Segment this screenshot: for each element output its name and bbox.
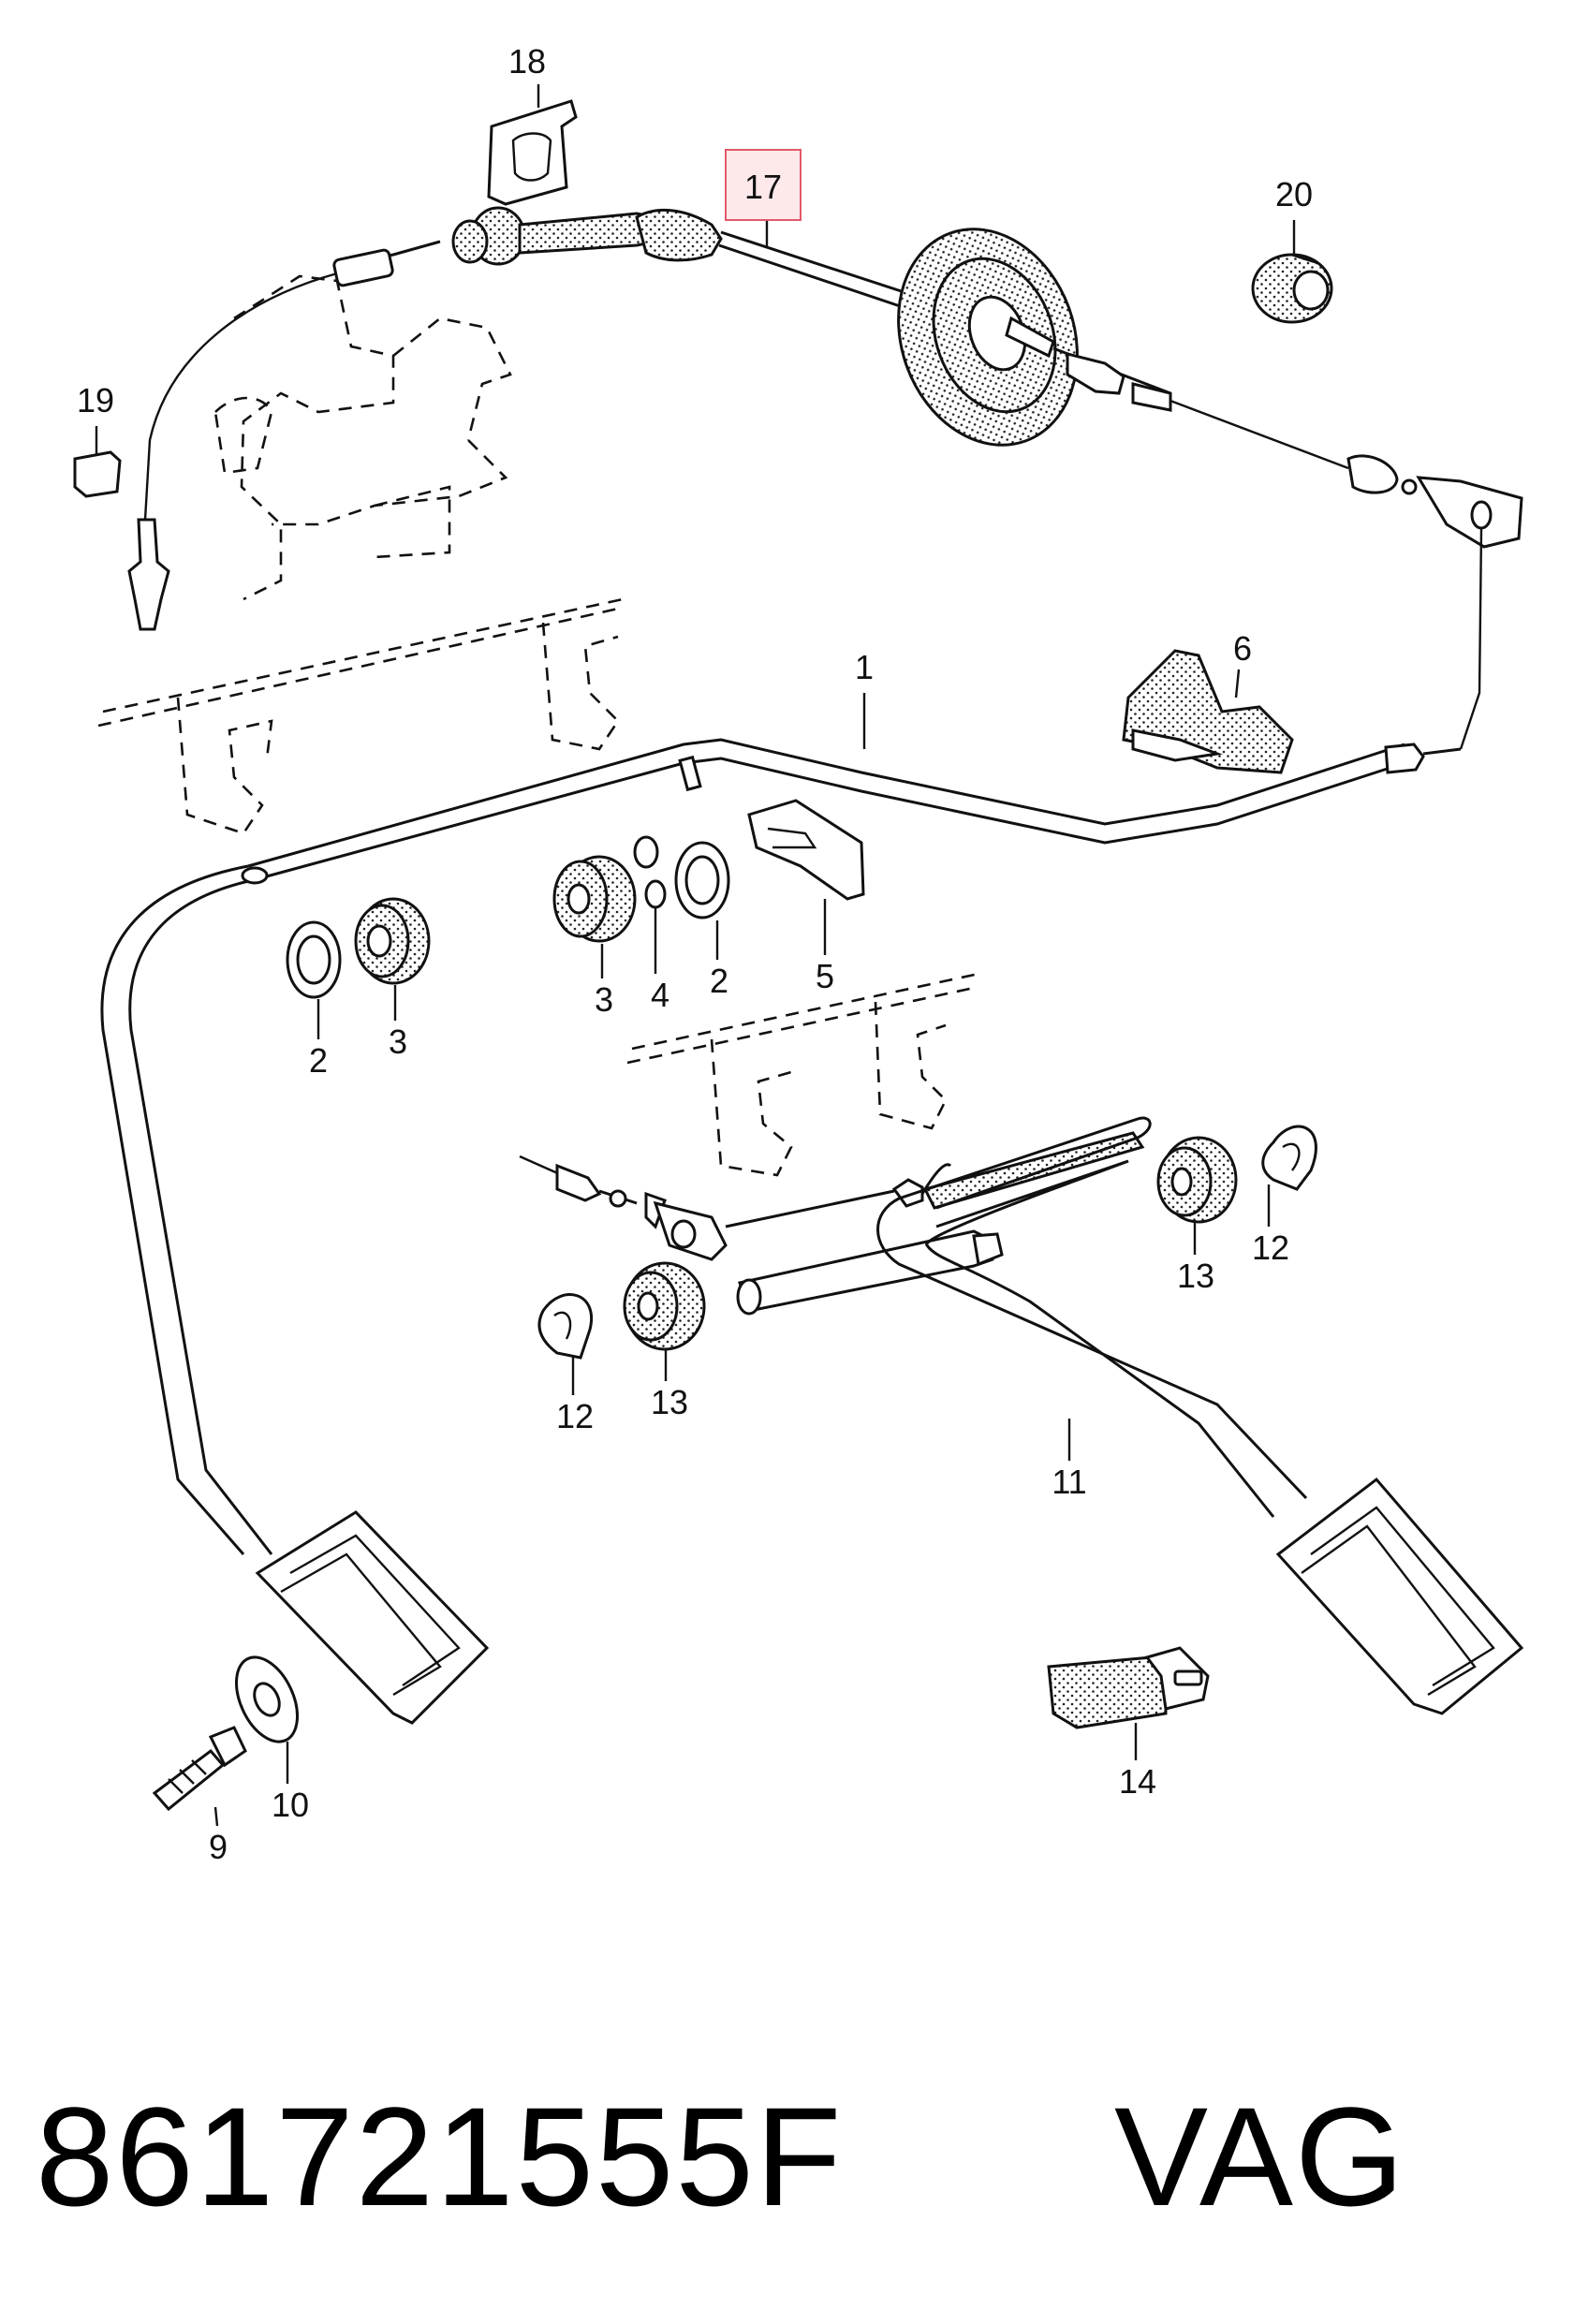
accelerator-pedal-11 — [736, 1116, 1524, 1715]
callout-5: 5 — [816, 957, 834, 995]
callout-14: 14 — [1119, 1762, 1156, 1801]
callout-6: 6 — [1233, 629, 1252, 668]
circlip-4 — [633, 835, 667, 909]
callout-12-right: 12 — [1252, 1228, 1289, 1267]
bracket-5 — [747, 799, 865, 901]
footer: 861721555F VAG — [36, 2078, 1406, 2235]
bushing-20 — [1251, 253, 1333, 324]
brand: VAG — [1114, 2078, 1406, 2235]
bushing-3-middle — [552, 855, 637, 943]
leader-lines — [95, 84, 1296, 1827]
callout-17: 17 — [744, 168, 782, 206]
bushing-13-right — [1156, 1136, 1238, 1224]
callout-1: 1 — [855, 648, 874, 686]
part-number: 861721555F — [36, 2078, 843, 2235]
callout-2-middle: 2 — [710, 962, 728, 1000]
callout-10: 10 — [272, 1786, 309, 1824]
callout-9: 9 — [209, 1828, 228, 1866]
callout-4: 4 — [651, 976, 669, 1014]
callout-20: 20 — [1275, 175, 1313, 213]
callout-2-left: 2 — [309, 1041, 328, 1080]
callout-labels: 18 17 20 19 1 6 2 3 3 4 2 5 13 12 12 13 … — [77, 42, 1313, 1866]
washer-2-middle — [674, 841, 730, 919]
callout-11: 11 — [1052, 1463, 1086, 1501]
bushing-3-left — [354, 897, 431, 985]
callout-13-right: 13 — [1177, 1257, 1214, 1295]
callout-13-left: 13 — [651, 1383, 688, 1421]
washer-10 — [235, 1655, 299, 1743]
callout-3-middle: 3 — [595, 980, 613, 1019]
clip-12-left — [537, 1293, 594, 1360]
pad-14 — [1047, 1646, 1210, 1729]
clip-12-right — [1261, 1125, 1317, 1191]
washer-2-left — [286, 920, 342, 999]
vehicle-body-outline — [97, 274, 979, 1177]
accelerator-cable — [143, 206, 1523, 750]
callout-3-left: 3 — [389, 1022, 407, 1061]
callout-12-left: 12 — [556, 1397, 594, 1435]
highlight-box-17 — [725, 149, 802, 221]
cable-end-pedal-11 — [519, 1155, 895, 1261]
callout-19: 19 — [77, 381, 114, 419]
callout-18: 18 — [508, 42, 546, 81]
pad-6 — [1122, 649, 1294, 774]
stop-screw-9 — [152, 1726, 247, 1812]
bushing-13-left — [623, 1261, 706, 1351]
accelerator-pedal-1 — [100, 738, 1462, 1725]
cable-clip-18 — [487, 99, 578, 206]
cable-end-19 — [127, 518, 170, 631]
clip-19 — [73, 450, 122, 498]
